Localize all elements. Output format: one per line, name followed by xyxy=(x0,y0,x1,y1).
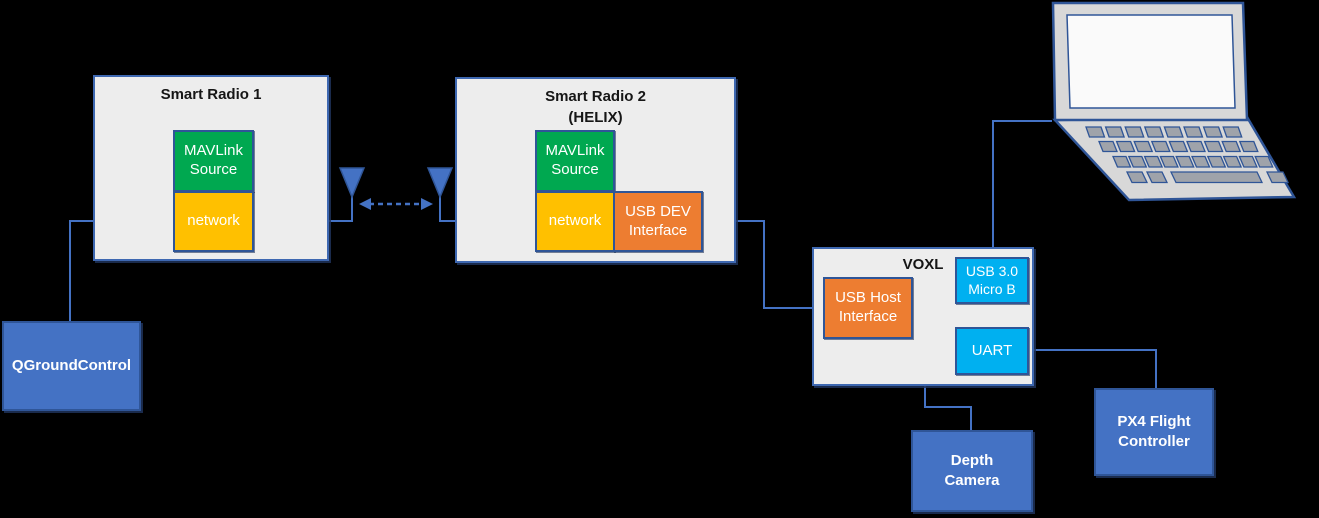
laptop-key xyxy=(1104,126,1126,138)
dashed-double-arrow-icon xyxy=(359,198,433,210)
laptop-screen xyxy=(1066,14,1236,109)
qgroundcontrol-node: QGroundControl xyxy=(2,321,141,411)
laptop-key xyxy=(1169,171,1264,184)
laptop-key xyxy=(1133,140,1154,153)
laptop-key xyxy=(1085,126,1106,138)
connector-uart-px4 xyxy=(1028,349,1157,389)
mavlink-source-block: MAVLink Source xyxy=(173,130,254,192)
laptop-key xyxy=(1112,155,1132,168)
arrowhead-left xyxy=(359,198,371,210)
connector-radio2-voxl xyxy=(439,196,826,309)
usb3-micro-b-block: USB 3.0 Micro B xyxy=(955,257,1029,304)
laptop-key xyxy=(1238,140,1259,153)
laptop-key xyxy=(1254,155,1274,168)
laptop-key xyxy=(1163,126,1184,138)
smart-radio-2-title-line1: Smart Radio 2 xyxy=(545,88,646,105)
laptop-key xyxy=(1191,155,1211,168)
smart-radio-2-title-line2: (HELIX) xyxy=(568,109,623,126)
laptop-keyboard xyxy=(1085,126,1290,184)
laptop-key xyxy=(1265,171,1290,184)
smart-radio-1-box: Smart Radio 1 MAVLink Source network xyxy=(93,75,329,261)
px4-flight-controller-node: PX4 Flight Controller xyxy=(1094,388,1214,476)
network-block: network xyxy=(173,191,254,252)
arrowhead-right xyxy=(421,198,433,210)
laptop-key xyxy=(1098,140,1118,153)
laptop-key xyxy=(1202,126,1224,138)
laptop-key xyxy=(1115,140,1136,153)
smart-radio-2-title: Smart Radio 2 (HELIX) xyxy=(457,79,734,128)
network-block: network xyxy=(535,191,615,252)
smart-radio-2-box: Smart Radio 2 (HELIX) MAVLink Source net… xyxy=(455,77,736,263)
laptop-icon xyxy=(1051,1,1297,202)
antenna-icon xyxy=(338,167,366,199)
laptop-key xyxy=(1175,155,1195,168)
laptop-key xyxy=(1159,155,1179,168)
uart-block: UART xyxy=(955,327,1029,375)
laptop-key xyxy=(1186,140,1206,153)
antenna-icon xyxy=(426,167,454,199)
connector-voxl-laptop xyxy=(992,120,1052,258)
usb-host-interface-block: USB Host Interface xyxy=(823,277,913,339)
laptop-key xyxy=(1124,126,1145,138)
depth-camera-node: Depth Camera xyxy=(911,430,1033,512)
smart-radio-1-title: Smart Radio 1 xyxy=(160,86,262,103)
laptop-key xyxy=(1150,140,1171,153)
laptop-key xyxy=(1127,155,1148,168)
laptop-key xyxy=(1183,126,1204,138)
laptop-key xyxy=(1143,155,1164,168)
laptop-key xyxy=(1221,140,1242,153)
voxl-box: VOXL USB Host Interface USB 3.0 Micro B … xyxy=(812,247,1034,386)
laptop-key xyxy=(1238,155,1258,168)
laptop-key xyxy=(1125,171,1149,184)
laptop-key xyxy=(1203,140,1224,153)
connector-voxl-depthcam xyxy=(924,384,972,431)
voxl-title: VOXL xyxy=(902,256,944,273)
laptop-key xyxy=(1222,126,1243,138)
laptop-key xyxy=(1143,126,1165,138)
usb-dev-interface-block: USB DEV Interface xyxy=(613,191,703,252)
laptop-key xyxy=(1145,171,1169,184)
mavlink-source-block: MAVLink Source xyxy=(535,130,615,192)
laptop-key xyxy=(1206,155,1227,168)
laptop-key xyxy=(1168,140,1189,153)
laptop-key xyxy=(1222,155,1243,168)
